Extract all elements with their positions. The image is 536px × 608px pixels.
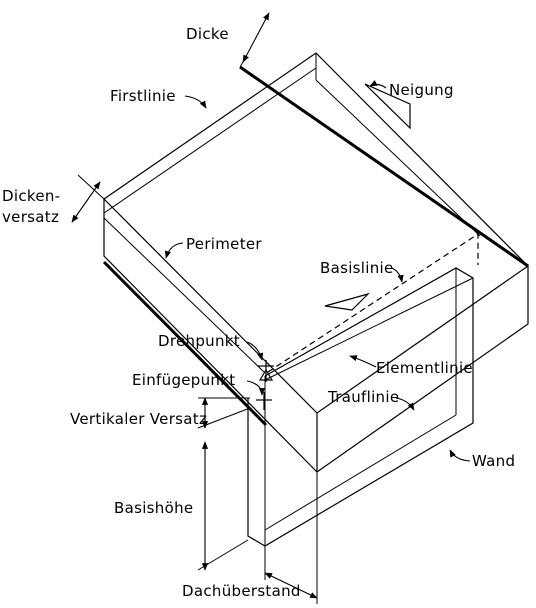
label-trauflinie: Trauflinie <box>327 388 399 406</box>
wall-top-line <box>264 277 474 381</box>
wall-outline <box>247 267 474 547</box>
wall-inner-bottom <box>264 414 457 531</box>
basislinie-leader <box>391 267 404 283</box>
label-dicken: Dicken- <box>2 187 60 205</box>
label-firstlinie: Firstlinie <box>110 87 176 105</box>
label-basislinie: Basislinie <box>320 259 394 277</box>
label-perimeter: Perimeter <box>186 235 262 253</box>
bh-ext-bottom <box>197 539 249 571</box>
neigung-leader <box>369 80 387 89</box>
label-versatz: versatz <box>2 208 59 226</box>
wall <box>247 267 474 547</box>
drehpunkt-marker <box>258 360 274 382</box>
label-basishoehe: Basishöhe <box>114 499 193 517</box>
dachueberstand-dimension <box>264 572 318 599</box>
vv-ext-bottom <box>197 407 251 429</box>
label-neigung: Neigung <box>389 81 454 99</box>
label-elementlinie: Elementlinie <box>376 359 473 377</box>
wand-leader <box>449 449 471 462</box>
dickenversatz-dimension <box>71 181 101 223</box>
einfuegepunkt-leader <box>246 380 266 396</box>
label-dicke: Dicke <box>186 25 229 43</box>
drehpunkt-leader <box>246 341 264 361</box>
label-drehpunkt: Drehpunkt <box>158 332 240 350</box>
firstlinie-leader <box>184 95 207 109</box>
label-dachueberstand: Dachüberstand <box>182 582 301 600</box>
dicke-dimension <box>242 12 270 63</box>
einfuegepunkt-marker <box>256 392 272 410</box>
basislinie-triangle <box>324 292 371 311</box>
label-wand: Wand <box>472 452 515 470</box>
perimeter-leader <box>164 242 184 259</box>
neigung-triangle <box>364 83 411 130</box>
label-vertikaler-versatz: Vertikaler Versatz <box>70 410 207 428</box>
dickenversatz-ext <box>77 174 105 200</box>
dicke-ext-1 <box>239 56 247 68</box>
basislinie-dashed-line <box>267 232 479 373</box>
trauflinie-leader <box>395 397 415 411</box>
roof-inner-line-1 <box>103 67 317 214</box>
elementlinie-leader <box>349 355 377 368</box>
roof-inner-line-2 <box>103 217 265 373</box>
firstlinie-thick-line <box>239 65 529 268</box>
label-einfuegepunkt: Einfügepunkt <box>132 371 235 389</box>
roof-inner-back-line <box>315 79 481 237</box>
